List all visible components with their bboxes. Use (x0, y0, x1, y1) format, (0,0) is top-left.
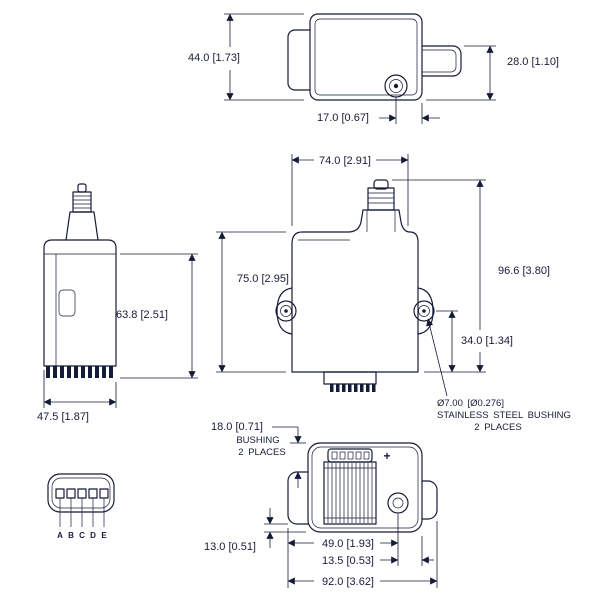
dim-side-height: 63.8 [2.51] (116, 309, 168, 321)
bottom-view-right-flange (421, 480, 438, 520)
pin-label-c: C (79, 531, 85, 540)
dim-front-width: 74.0 [2.91] (319, 155, 371, 167)
connector-view: A B C D E (47, 473, 115, 540)
dim-bottom-bushing: 18.0 [0.71] (211, 421, 263, 433)
bottom-view-grid-hatch (324, 463, 376, 523)
side-view-latch (58, 289, 76, 317)
dim-bottom-total-width: 92.0 [3.62] (322, 576, 374, 588)
bottom-view-left-flange (287, 471, 309, 525)
front-view-connector-teeth (330, 384, 376, 392)
top-view-right-flange-inner (422, 49, 457, 73)
dim-side-width: 47.5 [1.87] (37, 411, 89, 423)
dim-bottom-left: 13.0 [0.51] (204, 541, 256, 553)
note-bushing-dia: Ø7.00 [Ø0.276] (437, 398, 504, 409)
pin-label-d: D (90, 531, 96, 540)
note-bottom-bushing-2: 2 PLACES (238, 447, 285, 458)
bottom-view-header (327, 448, 373, 463)
top-view-bushing-center (393, 83, 399, 89)
note-bushing-material: STAINLESS STEEL BUSHING (437, 410, 571, 421)
dim-front-hole-offset: 34.0 [1.34] (461, 335, 513, 347)
top-view: 44.0 [1.73] 28.0 [1.10] 17.0 [0.67] (188, 13, 559, 124)
bottom-view: + 18.0 [0.71] BUSHING 2 PLACES 13.0 [0.5… (204, 421, 438, 588)
bottom-view-grid (323, 461, 377, 525)
top-view-right-flange (421, 45, 462, 77)
dim-top-height: 44.0 [1.73] (188, 52, 240, 64)
top-view-left-bracket (287, 29, 311, 91)
dim-front-total-height: 96.6 [3.80] (498, 265, 550, 277)
top-view-body (309, 13, 423, 101)
front-view-terminal-tip (373, 179, 389, 190)
front-view-right-ear (417, 287, 434, 335)
front-view-connector (323, 371, 377, 385)
bottom-view-body (307, 442, 423, 533)
front-view-body (291, 209, 419, 373)
side-view-body (43, 239, 117, 367)
side-view-pins (46, 366, 113, 378)
pin-label-e: E (101, 531, 107, 540)
dim-top-offset: 17.0 [0.67] (317, 112, 369, 124)
polarity-mark: + (383, 449, 390, 463)
bottom-view-body-inner (311, 446, 419, 529)
dim-bottom-offset: 13.5 [0.53] (322, 555, 374, 567)
side-view-terminal-tip (77, 183, 87, 193)
side-view: 63.8 [2.51] 47.5 [1.87] (37, 183, 198, 423)
pin-label-a: A (57, 531, 63, 540)
front-view-left-ear (276, 287, 293, 335)
pin-label-b: B (68, 531, 74, 540)
dim-front-body-height: 75.0 [2.95] (237, 273, 289, 285)
connector-inner (51, 477, 111, 509)
connector-outline (47, 473, 115, 513)
dim-top-flange-height: 28.0 [1.10] (507, 56, 559, 68)
note-bushing-places: 2 PLACES (474, 422, 521, 433)
top-view-bushing-inner (389, 79, 403, 93)
top-view-body-inner (314, 18, 418, 96)
front-view: 74.0 [2.91] 75.0 [2.95] 96.6 [3.80] 34.0… (216, 154, 571, 433)
note-bottom-bushing-1: BUSHING (236, 435, 279, 446)
side-view-terminal (72, 191, 92, 213)
side-view-tower (65, 211, 99, 241)
dim-bottom-inner-width: 49.0 [1.93] (322, 538, 374, 550)
bottom-view-tower-outer (387, 492, 409, 514)
bottom-view-tower-inner (392, 497, 404, 509)
front-view-terminal (367, 187, 395, 211)
